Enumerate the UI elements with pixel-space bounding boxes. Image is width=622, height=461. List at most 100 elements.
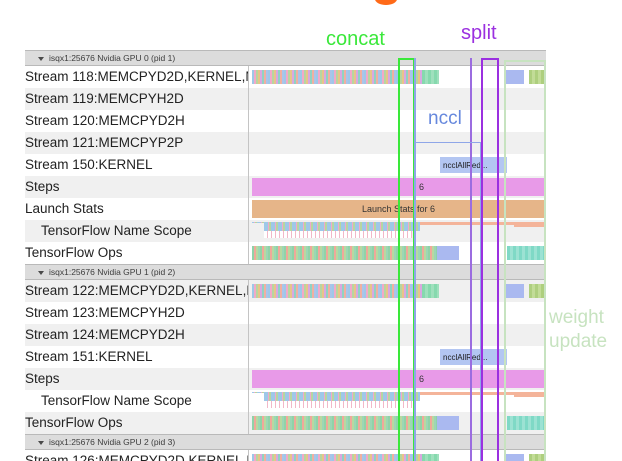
- group-header-label: isqx1:25676 Nvidia GPU 1 (pid 2): [49, 267, 176, 277]
- annotation-weight-update-line2: update: [549, 331, 608, 352]
- trace-lane[interactable]: [252, 132, 546, 154]
- annotation-concat: concat: [326, 28, 385, 50]
- trace-bar: [252, 284, 422, 298]
- trace-row[interactable]: TensorFlow Ops: [25, 242, 546, 264]
- trace-row[interactable]: TensorFlow Name Scope: [25, 390, 546, 412]
- trace-row-label: TensorFlow Ops: [25, 245, 248, 264]
- annotation-split: split: [461, 22, 497, 44]
- trace-row[interactable]: Stream 119:MEMCPYH2D: [25, 88, 546, 110]
- trace-row[interactable]: Stream 126:MEMCPYD2D,KERNEL,MI: [25, 450, 546, 461]
- group-header-gpu-1[interactable]: isqx1:25676 Nvidia GPU 1 (pid 2): [25, 264, 546, 280]
- trace-bar: [422, 284, 439, 298]
- label-lane-divider: [248, 450, 249, 461]
- step-block[interactable]: 6: [252, 370, 546, 388]
- trace-bar: [422, 454, 439, 461]
- trace-lane[interactable]: [252, 66, 546, 88]
- trace-lane[interactable]: ncclAllRed...: [252, 154, 546, 176]
- trace-lane[interactable]: 6: [252, 176, 546, 198]
- group-header-gpu-0[interactable]: isqx1:25676 Nvidia GPU 0 (pid 1): [25, 50, 546, 66]
- annotation-nccl: nccl: [428, 108, 462, 129]
- trace-row[interactable]: Stream 120:MEMCPYD2H: [25, 110, 546, 132]
- trace-row-label: Stream 126:MEMCPYD2D,KERNEL,MI: [25, 453, 248, 461]
- label-lane-divider: [248, 302, 249, 324]
- trace-row[interactable]: ncclAllRed... Stream 151:KERNEL: [25, 346, 546, 368]
- trace-bar: [529, 284, 546, 298]
- trace-row[interactable]: Stream 123:MEMCPYH2D: [25, 302, 546, 324]
- trace-row-label: Stream 123:MEMCPYH2D: [25, 305, 248, 324]
- trace-lane[interactable]: [252, 324, 546, 346]
- trace-row-label: Stream 124:MEMCPYD2H: [25, 327, 248, 346]
- trace-lane[interactable]: [252, 242, 546, 264]
- trace-lane[interactable]: [252, 450, 546, 461]
- trace-row-label: Steps: [25, 371, 248, 390]
- trace-bar: [514, 222, 546, 227]
- trace-lane[interactable]: ncclAllRed...: [252, 346, 546, 368]
- nccl-allreduce-block[interactable]: ncclAllRed...: [440, 157, 507, 173]
- trace-lane[interactable]: [252, 88, 546, 110]
- trace-bar: [529, 454, 546, 461]
- launch-stats-label: Launch Stats for 6: [362, 204, 436, 214]
- nccl-allreduce-block[interactable]: ncclAllRed...: [440, 349, 507, 365]
- trace-bar: [514, 392, 546, 397]
- annotation-weight-update: weight update: [549, 306, 607, 354]
- trace-bar: [422, 70, 439, 84]
- trace-row[interactable]: Stream 118:MEMCPYD2D,KERNEL,ME: [25, 66, 546, 88]
- label-lane-divider: [248, 66, 249, 88]
- label-lane-divider: [248, 132, 249, 154]
- trace-row[interactable]: ncclAllRed... Stream 150:KERNEL: [25, 154, 546, 176]
- trace-row[interactable]: Stream 121:MEMCPYP2P: [25, 132, 546, 154]
- trace-lane[interactable]: [252, 280, 546, 302]
- trace-bar: [506, 454, 524, 461]
- trace-bar: [529, 70, 546, 84]
- trace-row[interactable]: Stream 122:MEMCPYD2D,KERNEL,MI: [25, 280, 546, 302]
- trace-row-label: Stream 151:KERNEL: [25, 349, 248, 368]
- label-lane-divider: [248, 412, 249, 434]
- chevron-down-icon[interactable]: [38, 271, 44, 275]
- trace-row-label: Stream 118:MEMCPYD2D,KERNEL,ME: [25, 69, 248, 88]
- launch-stats-block[interactable]: Launch Stats for 6: [252, 200, 546, 218]
- step-block-label: 6: [419, 374, 425, 384]
- trace-row[interactable]: Stream 124:MEMCPYD2H: [25, 324, 546, 346]
- trace-row-label: Stream 122:MEMCPYD2D,KERNEL,MI: [25, 283, 248, 302]
- label-lane-divider: [248, 88, 249, 110]
- trace-lane[interactable]: Launch Stats for 6: [252, 198, 546, 220]
- annotation-weight-update-line1: weight: [549, 307, 604, 328]
- trace-bar: [252, 70, 422, 84]
- group-header-gpu-2[interactable]: isqx1:25676 Nvidia GPU 2 (pid 3): [25, 434, 546, 450]
- trace-lane[interactable]: [252, 390, 546, 412]
- trace-bar: [252, 231, 412, 238]
- trace-row-label: TensorFlow Name Scope: [41, 223, 264, 242]
- label-lane-divider: [248, 220, 249, 242]
- label-lane-divider: [248, 390, 249, 412]
- trace-row[interactable]: TensorFlow Ops: [25, 412, 546, 434]
- trace-bar: [252, 246, 437, 260]
- trace-bar: [507, 416, 546, 430]
- trace-row[interactable]: Launch Stats for 6 Launch Stats: [25, 198, 546, 220]
- chevron-down-icon[interactable]: [38, 57, 44, 61]
- trace-lane[interactable]: [252, 110, 546, 132]
- trace-row-label: Launch Stats: [25, 201, 248, 220]
- trace-bar: [252, 392, 420, 401]
- trace-row-label: Stream 150:KERNEL: [25, 157, 248, 176]
- trace-viewer-panel[interactable]: isqx1:25676 Nvidia GPU 0 (pid 1) Stream 1…: [25, 50, 546, 461]
- trace-bar: [252, 222, 420, 231]
- trace-row-label: TensorFlow Name Scope: [41, 393, 264, 412]
- trace-row[interactable]: TensorFlow Name Scope: [25, 220, 546, 242]
- label-lane-divider: [248, 154, 249, 176]
- step-block[interactable]: 6: [252, 178, 546, 196]
- label-lane-divider: [248, 110, 249, 132]
- orange-marker-icon: [375, 0, 397, 5]
- group-header-label: isqx1:25676 Nvidia GPU 0 (pid 1): [49, 53, 176, 63]
- label-lane-divider: [248, 176, 249, 198]
- trace-row-label: Steps: [25, 179, 248, 198]
- trace-lane[interactable]: [252, 220, 546, 242]
- trace-bar: [252, 401, 412, 408]
- trace-bar: [506, 284, 524, 298]
- trace-lane[interactable]: [252, 302, 546, 324]
- trace-lane[interactable]: [252, 412, 546, 434]
- trace-lane[interactable]: 6: [252, 368, 546, 390]
- chevron-down-icon[interactable]: [38, 441, 44, 445]
- trace-row[interactable]: 6 Steps: [25, 368, 546, 390]
- label-lane-divider: [248, 280, 249, 302]
